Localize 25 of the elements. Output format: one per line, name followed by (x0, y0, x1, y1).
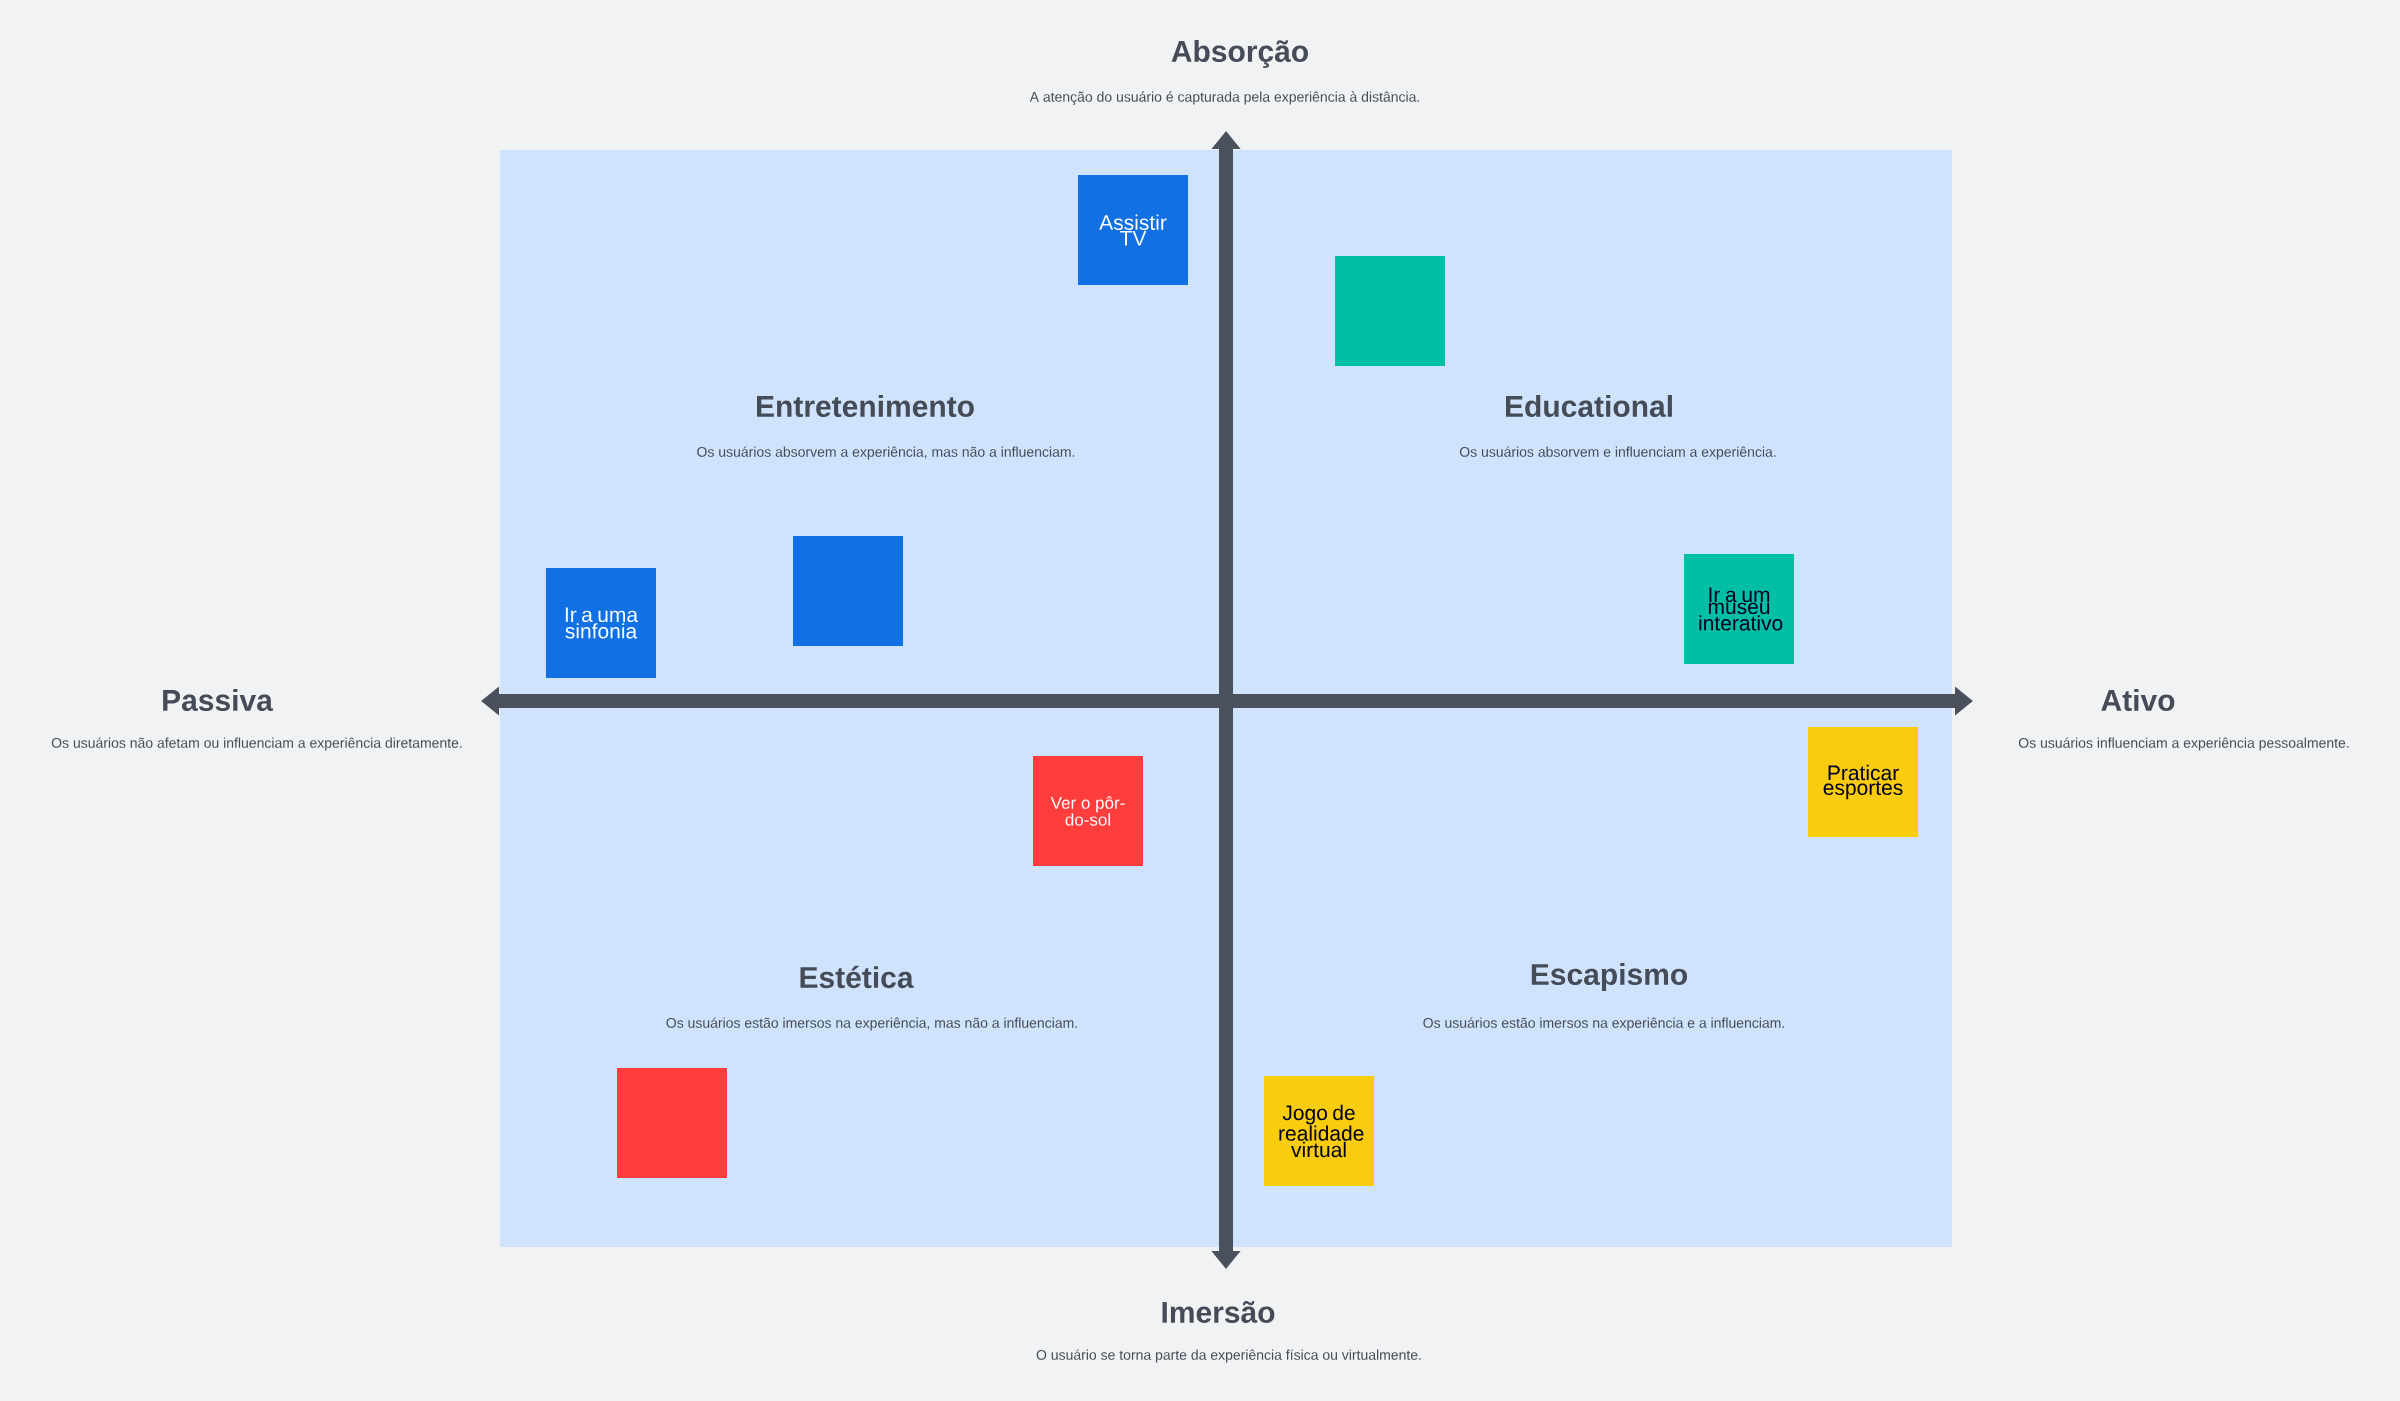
description-text: Os usuários absorvem a experiência, mas não a influenciam. (697, 446, 1075, 460)
axis-title: Escapismo (1531, 963, 1688, 991)
description-text: Os usuários estão imersos na experiência e a influenciam. (1423, 1017, 1784, 1031)
sticky-note (793, 536, 903, 646)
axis-title: Imersão (1162, 1301, 1275, 1323)
sticky-note (1335, 256, 1445, 366)
sticky-note: Praticar esportes (1808, 727, 1918, 837)
description-text: Os usuários estão imersos na experiência, mas não a influenciam. (666, 1017, 1077, 1031)
sticky-note: Ver o pôr-do-sol (1033, 756, 1143, 866)
axis-title: Passiva (163, 689, 274, 712)
sticky-note: Ir a uma sinfonia (546, 568, 656, 678)
description-text: Os usuários não afetam ou influenciam a experiência diretamente. (51, 737, 462, 751)
axis-title: Educational (1506, 395, 1672, 418)
sticky-note: Assistir TV (1078, 175, 1188, 285)
description-text: Os usuários absorvem e influenciam a experiência. (1459, 446, 1776, 460)
sticky-note: Ir a um museu interativo (1684, 554, 1794, 664)
description-text: A atenção do usuário é capturada pela experiência à distância. (1029, 91, 1419, 105)
description-text: O usuário se torna parte da experiência física ou virtualmente. (1036, 1349, 1421, 1363)
description-text: Os usuários influenciam a experiência pessoalmente. (2018, 737, 2349, 751)
axis-title: Absorção (1171, 40, 1308, 68)
sticky-note: Jogo de realidade virtual (1264, 1076, 1374, 1186)
axis-title: Entretenimento (757, 395, 974, 418)
axis-title: Estética (800, 965, 914, 989)
axis-title: Ativo (2101, 689, 2175, 712)
sticky-note (617, 1068, 727, 1178)
